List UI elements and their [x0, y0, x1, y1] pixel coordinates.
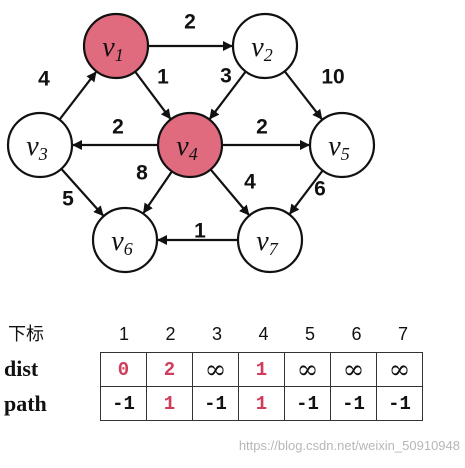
edge-v3-v1	[58, 71, 97, 121]
path-cell-1: -1	[100, 386, 147, 421]
index-header-3: 3	[211, 324, 222, 344]
index-header-label: 下标	[8, 324, 44, 344]
dist-cell-4: 1	[238, 352, 285, 387]
node-label-v7: v7	[256, 226, 278, 259]
node-v4: v4	[156, 111, 224, 179]
index-header-4: 4	[258, 324, 269, 344]
edge-weight-v5-v7: 6	[314, 178, 326, 201]
node-circle-v2	[231, 12, 299, 80]
edge-v2-v4	[209, 70, 247, 120]
node-v6: v6	[91, 206, 159, 274]
node-v7: v7	[236, 206, 304, 274]
node-circle-v6	[91, 206, 159, 274]
index-header-row: 下标 1 2 3 4 5 6 7	[0, 320, 465, 348]
path-row-label: path	[4, 391, 47, 416]
edge-v1-v4	[134, 70, 172, 120]
index-header-1: 1	[118, 324, 129, 344]
index-header-7: 7	[397, 324, 408, 344]
edge-weight-v4-v5: 2	[256, 116, 268, 139]
path-cell-3: -1	[192, 386, 239, 421]
dist-row-label: dist	[4, 356, 39, 381]
edge-weight-v3-v6: 5	[62, 188, 74, 211]
node-v3: v3	[6, 111, 74, 179]
edge-v3-v6	[60, 168, 104, 217]
edge-weight-v4-v7: 4	[244, 171, 256, 194]
edge-v2-v5	[283, 70, 323, 120]
path-cell-2: 1	[146, 386, 193, 421]
index-header-2: 2	[165, 324, 176, 344]
node-label-v6: v6	[111, 226, 132, 259]
edge-weight-v1-v2: 2	[184, 11, 196, 34]
path-cell-5: -1	[284, 386, 331, 421]
edge-weight-v4-v3: 2	[112, 116, 124, 139]
edge-weight-v1-v4: 1	[157, 66, 169, 89]
node-label-v5: v5	[328, 131, 349, 164]
node-circle-v7	[236, 206, 304, 274]
node-circle-v5	[308, 111, 376, 179]
node-v2: v2	[231, 12, 299, 80]
index-header-6: 6	[351, 324, 362, 344]
edge-weight-v3-v1: 4	[38, 68, 50, 91]
path-cell-4: 1	[238, 386, 285, 421]
node-circle-v1	[82, 12, 150, 80]
dist-cell-1: 0	[100, 352, 147, 387]
node-circle-v4	[156, 111, 224, 179]
node-label-v3: v3	[26, 131, 47, 164]
edge-v5-v7	[289, 169, 324, 215]
dist-cell-7: ∞	[376, 352, 423, 387]
index-header-5: 5	[304, 324, 315, 344]
edge-v4-v6	[142, 170, 173, 214]
edge-weight-v4-v6: 8	[136, 162, 148, 185]
edge-weight-v2-v5: 10	[321, 66, 344, 89]
edge-v4-v7	[209, 168, 250, 216]
node-circle-v3	[6, 111, 74, 179]
node-label-v1: v1	[102, 32, 123, 65]
dist-cell-3: ∞	[192, 352, 239, 387]
node-label-v4: v4	[176, 131, 197, 164]
path-cell-6: -1	[330, 386, 377, 421]
dist-cell-6: ∞	[330, 352, 377, 387]
path-cell-7: -1	[376, 386, 423, 421]
node-v5: v5	[308, 111, 376, 179]
node-label-v2: v2	[251, 32, 272, 65]
edge-weight-v2-v4: 3	[220, 65, 232, 88]
dist-cell-2: 2	[146, 352, 193, 387]
graph-diagram: 2 1 3 10 4 2 2 5 8 4 6 1 v1 v2 v3 v4 v5 v6 v7	[6, 11, 376, 274]
dist-cell-5: ∞	[284, 352, 331, 387]
edge-weight-v7-v6: 1	[194, 220, 206, 243]
node-v1: v1	[82, 12, 150, 80]
watermark-url: https://blog.csdn.net/weixin_50910948	[238, 438, 460, 453]
